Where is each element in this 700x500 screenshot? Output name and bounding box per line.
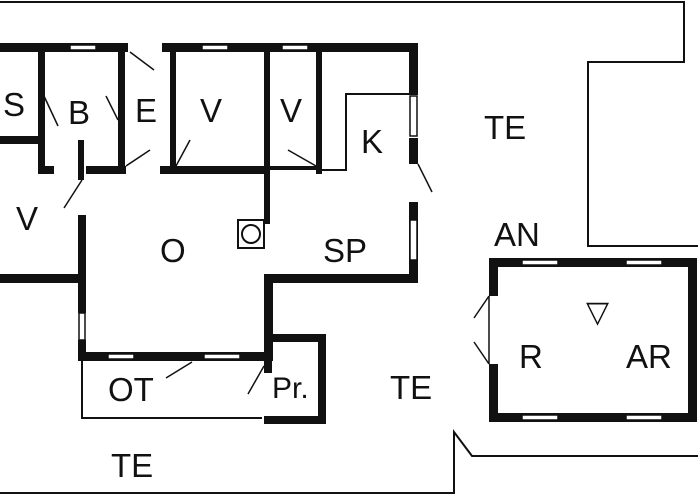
sauna-stove-triangle-icon: ▽: [586, 296, 609, 329]
room-label-k: K: [361, 123, 383, 160]
room-label-an: AN: [494, 216, 540, 253]
room-label-v2: V: [280, 92, 302, 129]
room-labels: S B E V V K V O SP OT Pr. TE TE TE AN R …: [3, 86, 672, 484]
door-swings: [43, 51, 433, 395]
room-label-r: R: [519, 338, 543, 375]
main-house-windows: [69, 44, 418, 360]
room-label-e: E: [135, 92, 157, 129]
room-label-v3: V: [16, 200, 38, 237]
room-label-te-bottom: TE: [111, 447, 153, 484]
room-label-o: O: [160, 232, 186, 269]
room-label-pr: Pr.: [272, 372, 309, 405]
room-label-v1: V: [200, 92, 222, 129]
room-label-te-mid: TE: [390, 369, 432, 406]
stove-icon: [237, 219, 265, 249]
kitchen-counter-line: [322, 93, 409, 171]
room-label-b: B: [68, 94, 90, 131]
room-label-te-top: TE: [484, 109, 526, 146]
room-label-sp: SP: [323, 232, 367, 269]
annex-walls: [489, 258, 697, 422]
room-label-ot: OT: [108, 371, 154, 408]
annex-windows: [521, 259, 663, 421]
room-label-s: S: [3, 86, 25, 123]
room-label-ar: AR: [626, 338, 672, 375]
annex-double-door: [473, 295, 490, 365]
